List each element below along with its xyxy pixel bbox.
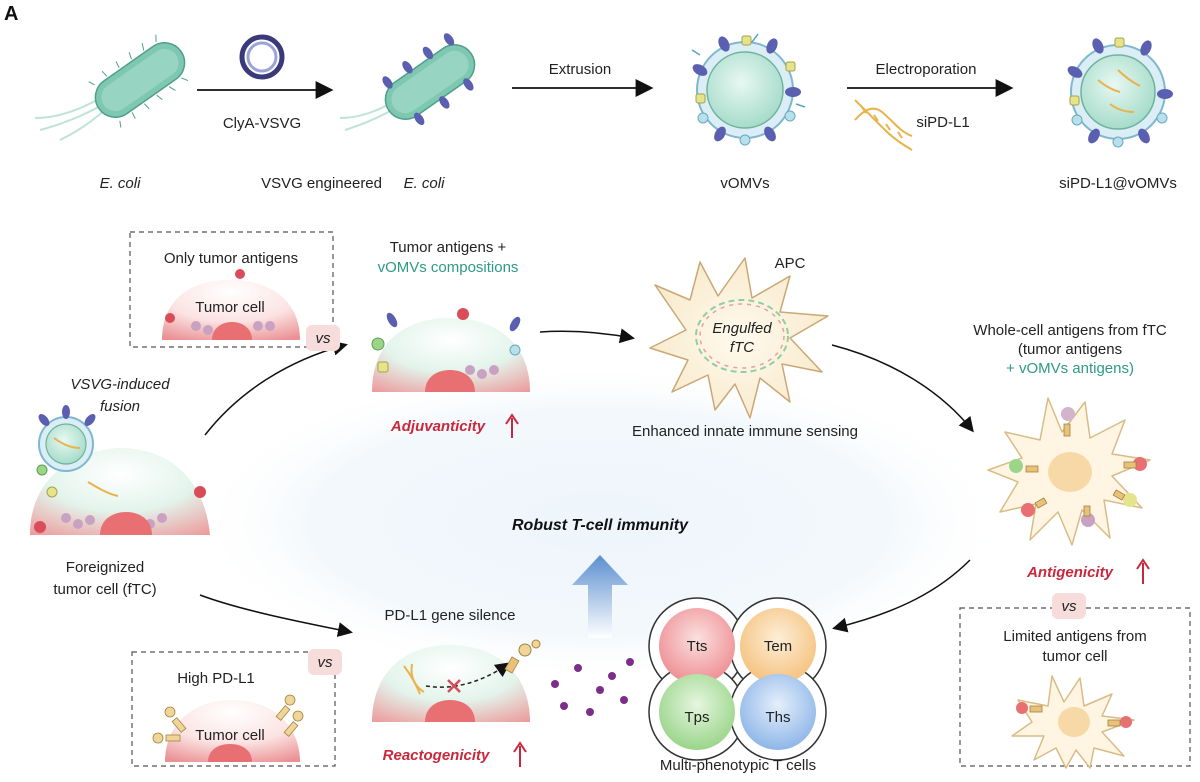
arrow-antigenicity-to-tcells [832, 559, 971, 633]
tts-cell-icon [659, 608, 735, 684]
tem-cell-icon [740, 608, 816, 684]
ecoli-bacterium-icon [34, 34, 189, 141]
center-halo [190, 362, 1010, 682]
pdl1-heading: PD-L1 gene silence [385, 607, 516, 624]
limited-antigen-cell-icon [1011, 675, 1135, 769]
arrow-adjuvant-to-apc [539, 328, 635, 344]
engulfed-line-1: Engulfed [712, 320, 772, 337]
sipdl1-vomv-icon [1067, 37, 1173, 148]
product-label: siPD-L1@vOMVs [1059, 175, 1177, 192]
tps-cell-icon [659, 674, 735, 750]
panel-letter: A [4, 3, 18, 25]
engulfed-line-2: fTC [730, 339, 754, 356]
box-bottom-right-line-1: Limited antigens from [1003, 628, 1146, 645]
vs-badge-top-left [306, 325, 340, 351]
vomvs-label: vOMVs [720, 175, 769, 192]
ftc-line-2: tumor cell (fTC) [53, 581, 156, 598]
clya-vsvg-plasmid-icon [239, 34, 285, 80]
center-title: Robust T-cell immunity [512, 517, 689, 534]
box-bottom-right-line-2: tumor cell [1042, 648, 1107, 665]
box-top-left-heading: Only tumor antigens [164, 250, 298, 267]
apc-cell-icon [649, 257, 829, 419]
whole-cell-line-1: Whole-cell antigens from fTC [973, 322, 1167, 339]
adjuvanticity-label: Adjuvanticity [390, 418, 486, 435]
up-arrow-reactogenicity-icon [513, 741, 527, 767]
ecoli-label: E. coli [100, 175, 142, 192]
fusion-line-1: VSVG-induced [70, 376, 170, 393]
antigenicity-label: Antigenicity [1026, 564, 1113, 581]
upward-arrow-icon [572, 555, 628, 638]
arrow-fusion-to-pdl1 [199, 594, 353, 638]
fusion-line-2: fusion [100, 398, 140, 415]
engineered-ecoli-icon [339, 33, 476, 131]
box-bottom-left-heading: High PD-L1 [177, 670, 255, 687]
arrow-fusion-to-adjuvant [204, 340, 348, 436]
sipdl1-label: siPD-L1 [916, 114, 969, 131]
antigen-presenting-cell-icon [987, 397, 1151, 546]
vs-label-bottom-left: vs [318, 654, 334, 671]
engineered-label-italic: E. coli [404, 175, 446, 192]
high-pdl1-tumor-cell-icon [152, 694, 304, 762]
ftc-line-1: Foreignized [66, 559, 144, 576]
up-arrow-antigenicity-icon [1136, 558, 1150, 584]
vs-label-right-overlay: vs [1062, 598, 1078, 615]
up-arrow-adjuvanticity-icon [505, 413, 519, 438]
tumor-cell-icon [162, 269, 300, 340]
reactogenicity-label: Reactogenicity [383, 747, 490, 764]
arrow-apc-to-antigenicity [831, 344, 974, 433]
t-cell-cluster [648, 597, 827, 761]
extrusion-label: Extrusion [549, 61, 612, 78]
cytokine-dots [551, 658, 634, 716]
ths-cell-icon [740, 674, 816, 750]
vs-badge-bottom-left [308, 649, 342, 675]
clya-label: ClyA-VSVG [223, 115, 301, 132]
box-bottom-left-cell-label: Tumor cell [195, 727, 264, 744]
tem-label: Tem [764, 638, 792, 655]
foreignized-tumor-cell-icon [30, 405, 210, 535]
pdl1-silenced-cell-icon [372, 639, 541, 722]
whole-cell-line-3: + vOMVs antigens) [1006, 360, 1134, 377]
adjuvant-line-2: vOMVs compositions [378, 259, 519, 276]
adjuvant-tumor-cell-icon [371, 308, 530, 392]
engineered-label-prefix: VSVG engineered [261, 175, 382, 192]
sirna-helix-icon [854, 99, 913, 151]
vs-label-top-left: vs [316, 330, 332, 347]
tps-label: Tps [684, 709, 709, 726]
ths-label: Ths [765, 709, 790, 726]
apc-caption: Enhanced innate immune sensing [632, 423, 858, 440]
vomv-vesicle-icon [691, 33, 806, 146]
tts-label: Tts [687, 638, 708, 655]
apc-label: APC [775, 255, 806, 272]
vs-badge-right-overlay [1052, 593, 1086, 619]
electroporation-label: Electroporation [876, 61, 977, 78]
adjuvant-line-1: Tumor antigens + [390, 239, 507, 256]
whole-cell-line-2: (tumor antigens [1018, 341, 1122, 358]
box-top-left-cell-label: Tumor cell [195, 299, 264, 316]
tcells-caption: Multi-phenotypic T cells [660, 757, 816, 774]
